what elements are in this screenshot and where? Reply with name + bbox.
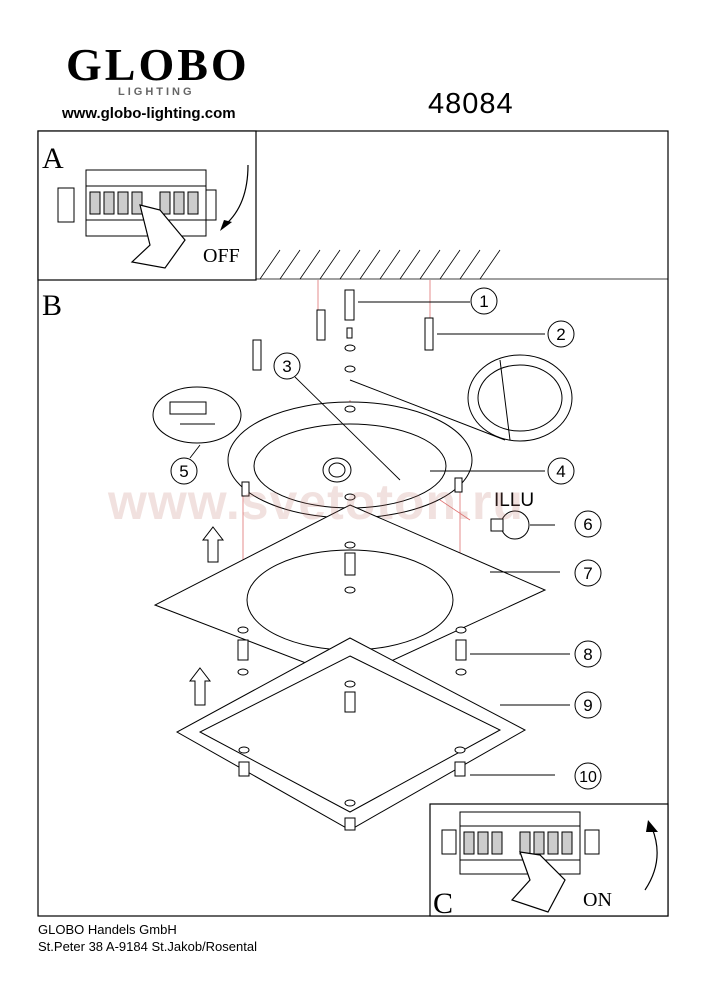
metal-frame [175,637,527,831]
callout-10-text: 10 [579,769,597,786]
callout-4-text: 4 [556,462,565,481]
callout-4: 4 [547,457,575,485]
website-url[interactable]: www.globo-lighting.com [62,105,236,122]
panel-a-letter: A [42,142,64,175]
screw-part-1 [344,289,356,373]
callout-9: 9 [574,691,602,719]
hand-icon [130,204,186,269]
panel-a-state: OFF [203,245,240,267]
callout-1: 1 [470,287,498,315]
bulb-label: ILLU [494,490,534,511]
callout-7: 7 [574,559,602,587]
up-arrow-icon [188,526,225,706]
callout-leaders [189,301,570,776]
panel-b-letter: B [42,289,62,322]
diagram-frame [37,130,669,917]
panel-c: C ON [429,803,669,920]
callout-6-text: 6 [583,515,592,534]
footer-company: GLOBO Handels GmbH [38,922,177,937]
callout-3: 3 [273,352,301,380]
spacer-part-8 [237,626,467,676]
callout-8: 8 [574,640,602,668]
mounting-plate [227,401,473,519]
callout-8-text: 8 [583,645,592,664]
brand-logo: GLOBO [66,39,250,90]
bulb-icon [490,510,530,540]
dowel-part-2 [252,309,434,371]
glass-plate [153,504,547,681]
callout-9-text: 9 [583,696,592,715]
cap-nut-part-10 [238,746,466,831]
brand-logo-sub: LIGHTING [118,86,195,98]
wire-detail-icon [152,386,242,444]
callout-7-text: 7 [583,564,592,583]
curved-arrow-icon [644,827,658,891]
breaker-box-icon [441,811,600,875]
panel-a: A OFF [37,130,257,281]
hand-icon [510,851,566,913]
curved-arrow-icon [224,164,249,226]
model-number: 48084 [428,88,514,120]
panel-c-state: ON [583,889,612,911]
callout-5-text: 5 [179,462,188,481]
callout-3-text: 3 [282,357,291,376]
callout-1-text: 1 [479,292,488,311]
panel-c-letter: C [433,887,453,920]
detail-magnify-icon [349,354,573,442]
ceiling-hatch [256,249,668,280]
callout-2: 2 [547,320,575,348]
callout-5: 5 [170,457,198,485]
callout-6: 6 [574,510,602,538]
watermark: www.svetoton.ru [108,474,524,530]
callout-2-text: 2 [556,325,565,344]
callout-10: 10 [574,762,602,790]
footer-address: St.Peter 38 A-9184 St.Jakob/Rosental [38,939,257,954]
